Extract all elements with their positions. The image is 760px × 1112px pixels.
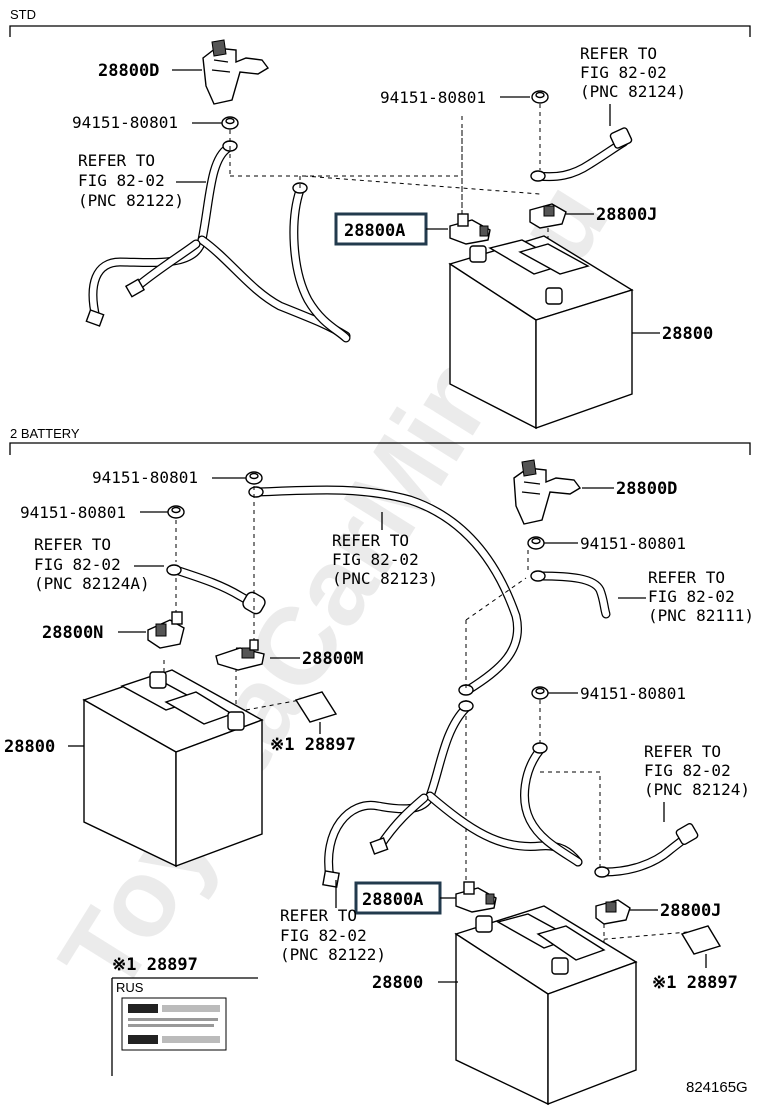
positive-cable-top xyxy=(530,127,633,182)
nut-icon xyxy=(527,536,545,550)
label-28800d-top: 28800D xyxy=(98,61,159,81)
ground-cable-top xyxy=(289,182,351,343)
label-28800-right: 28800 xyxy=(372,973,423,993)
refer-b-right2-line3: (PNC 82124) xyxy=(644,780,750,799)
inter-battery-cable xyxy=(248,485,522,696)
section-2battery-bracket xyxy=(9,442,751,455)
legend-label-image xyxy=(121,997,227,1051)
warning-label-sticker-right xyxy=(680,925,722,955)
refer-b-mid-line3: (PNC 82123) xyxy=(332,569,438,588)
refer-b-right2-line1: REFER TO xyxy=(644,742,721,761)
terminal-28800n xyxy=(147,611,185,649)
label-28800a-b: 28800A xyxy=(362,890,423,910)
refer-b-right-line3: (PNC 82111) xyxy=(648,606,754,625)
label-nut-top-right: 94151-80801 xyxy=(380,88,486,107)
label-28800-left: 28800 xyxy=(4,737,55,757)
label-28897-right: ※1 28897 xyxy=(652,973,738,993)
legend-frame xyxy=(111,977,258,1076)
refer-b-right-line1: REFER TO xyxy=(648,568,725,587)
nut-icon xyxy=(245,471,263,485)
refer-b-right-line2: FIG 82-02 xyxy=(648,587,735,606)
refer-b-right2-line2: FIG 82-02 xyxy=(644,761,731,780)
nut-icon xyxy=(531,686,549,700)
ground-cable-b xyxy=(520,742,583,867)
battery-clamp-28800d-b xyxy=(513,459,582,525)
label-nut-b4: 94151-80801 xyxy=(580,684,686,703)
section-std-bracket xyxy=(9,25,751,37)
label-28800j-b: 28800J xyxy=(660,901,721,921)
terminal-28800a-b xyxy=(455,881,497,913)
battery-28800-left xyxy=(82,669,264,868)
refer-b-left-line2: FIG 82-02 xyxy=(34,555,121,574)
label-28800-top: 28800 xyxy=(662,324,713,344)
terminal-28800j-b xyxy=(595,899,631,925)
cable-b-right xyxy=(530,570,611,619)
label-28800j-top: 28800J xyxy=(596,205,657,225)
refer-b-mid-line2: FIG 82-02 xyxy=(332,550,419,569)
warning-label-sticker-left xyxy=(294,691,338,723)
terminal-28800m xyxy=(215,639,265,671)
terminal-28800a-top xyxy=(449,213,491,245)
battery-28800-right xyxy=(454,905,638,1106)
refer-b-left-line1: REFER TO xyxy=(34,535,111,554)
nut-icon xyxy=(167,505,185,519)
label-28800n: 28800N xyxy=(42,623,103,643)
negative-cable-b xyxy=(322,700,583,888)
refer-b-left-line3: (PNC 82124A) xyxy=(34,574,150,593)
legend-region: RUS xyxy=(116,980,144,995)
refer-top-right-line2: FIG 82-02 xyxy=(580,63,667,82)
refer-top-right-line1: REFER TO xyxy=(580,44,657,63)
refer-b-bottom-line2: FIG 82-02 xyxy=(280,926,367,945)
refer-b-mid-line1: REFER TO xyxy=(332,531,409,550)
label-nut-b1: 94151-80801 xyxy=(92,468,198,487)
section-2battery-title: 2 BATTERY xyxy=(10,426,80,441)
label-28800m: 28800M xyxy=(302,649,363,669)
refer-top-right-line3: (PNC 82124) xyxy=(580,82,686,101)
refer-top-left-line2: FIG 82-02 xyxy=(78,171,165,190)
label-nut-b3: 94151-80801 xyxy=(580,534,686,553)
refer-top-left-line1: REFER TO xyxy=(78,151,155,170)
refer-b-bottom-line1: REFER TO xyxy=(280,906,357,925)
nut-icon xyxy=(221,116,239,130)
battery-clamp-28800d-top xyxy=(202,39,270,105)
label-28800a-top: 28800A xyxy=(344,221,405,241)
cable-b-left xyxy=(166,564,266,615)
refer-top-left-line3: (PNC 82122) xyxy=(78,191,184,210)
legend-title: ※1 28897 xyxy=(112,955,198,975)
figure-id: 824165G xyxy=(686,1079,748,1096)
label-nut-b2: 94151-80801 xyxy=(20,503,126,522)
label-28897-left: ※1 28897 xyxy=(270,735,356,755)
battery-28800-top xyxy=(448,235,634,430)
label-28800d-b: 28800D xyxy=(616,479,677,499)
nut-icon xyxy=(531,90,549,104)
positive-cable-b xyxy=(594,822,699,878)
section-std-title: STD xyxy=(10,7,36,22)
label-nut-top-left: 94151-80801 xyxy=(72,113,178,132)
terminal-28800j-top xyxy=(529,203,567,229)
refer-b-bottom-line3: (PNC 82122) xyxy=(280,945,386,964)
